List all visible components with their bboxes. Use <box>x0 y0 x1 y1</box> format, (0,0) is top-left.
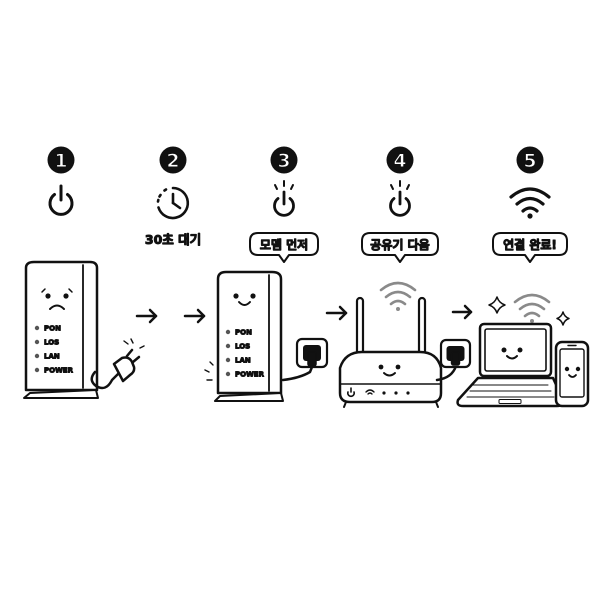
modem-2-lights: PON LOS LAN POWER <box>225 328 265 379</box>
step-5-speech-bubble: 연결 완료! <box>492 232 568 263</box>
step-2: 2 30초 대기 <box>144 146 202 248</box>
light-label: PON <box>235 329 252 337</box>
modem-happy <box>204 270 284 402</box>
timer-icon <box>156 186 190 220</box>
light-label: LAN <box>44 353 60 361</box>
modem-wall-outlet <box>281 337 329 382</box>
unplugged-power-plug <box>90 338 145 390</box>
laptop-happy <box>456 322 565 408</box>
step-5: 5 연결 완료! <box>456 146 590 408</box>
step-5-bubble-text: 연결 완료! <box>503 237 557 252</box>
step-3-number-badge: 3 <box>270 146 298 174</box>
step-3-bubble-text: 모뎀 먼저 <box>260 237 308 252</box>
modem-sad <box>23 260 99 399</box>
light-label: LOS <box>44 339 59 347</box>
step-5-number-badge: 5 <box>516 146 544 174</box>
step-4-number: 4 <box>393 150 406 172</box>
router-wall-outlet <box>435 338 472 382</box>
step-1-number-badge: 1 <box>47 146 75 174</box>
devices-wifi-signal-icon <box>513 293 551 323</box>
step-4-speech-bubble: 공유기 다음 <box>361 232 439 263</box>
step-2-number-badge: 2 <box>159 146 187 174</box>
power-blink-icon <box>389 180 411 217</box>
step-4-bubble-text: 공유기 다음 <box>370 237 429 252</box>
step-1: 1 PON LOS LAN POWER <box>23 146 145 399</box>
step-2-caption: 30초 대기 <box>145 232 201 247</box>
arrow-3 <box>325 305 348 321</box>
wifi-icon <box>509 187 551 219</box>
arrow-2 <box>183 308 206 324</box>
step-1-number: 1 <box>54 150 67 172</box>
power-blink-icon <box>273 180 295 217</box>
light-label: LAN <box>235 357 251 365</box>
router-happy <box>338 296 443 408</box>
light-label: POWER <box>44 367 74 375</box>
arrow-1 <box>135 308 158 324</box>
light-label: POWER <box>235 371 265 379</box>
step-4: 4 공유기 다음 <box>338 146 472 408</box>
step-3-number: 3 <box>277 150 290 172</box>
router-wifi-signal-icon <box>379 281 417 311</box>
step-4-number-badge: 4 <box>386 146 414 174</box>
step-3-speech-bubble: 모뎀 먼저 <box>249 232 319 263</box>
modem-1-lights: PON LOS LAN POWER <box>34 324 74 375</box>
light-label: LOS <box>235 343 250 351</box>
step-5-number: 5 <box>523 150 536 172</box>
arrow-4 <box>451 304 473 320</box>
step-3: 3 모뎀 먼저 PON LOS <box>204 146 329 402</box>
light-label: PON <box>44 325 61 333</box>
sparkle-icon <box>488 296 570 326</box>
step-2-number: 2 <box>166 150 179 172</box>
power-icon <box>48 184 74 216</box>
phone-happy <box>554 340 590 408</box>
